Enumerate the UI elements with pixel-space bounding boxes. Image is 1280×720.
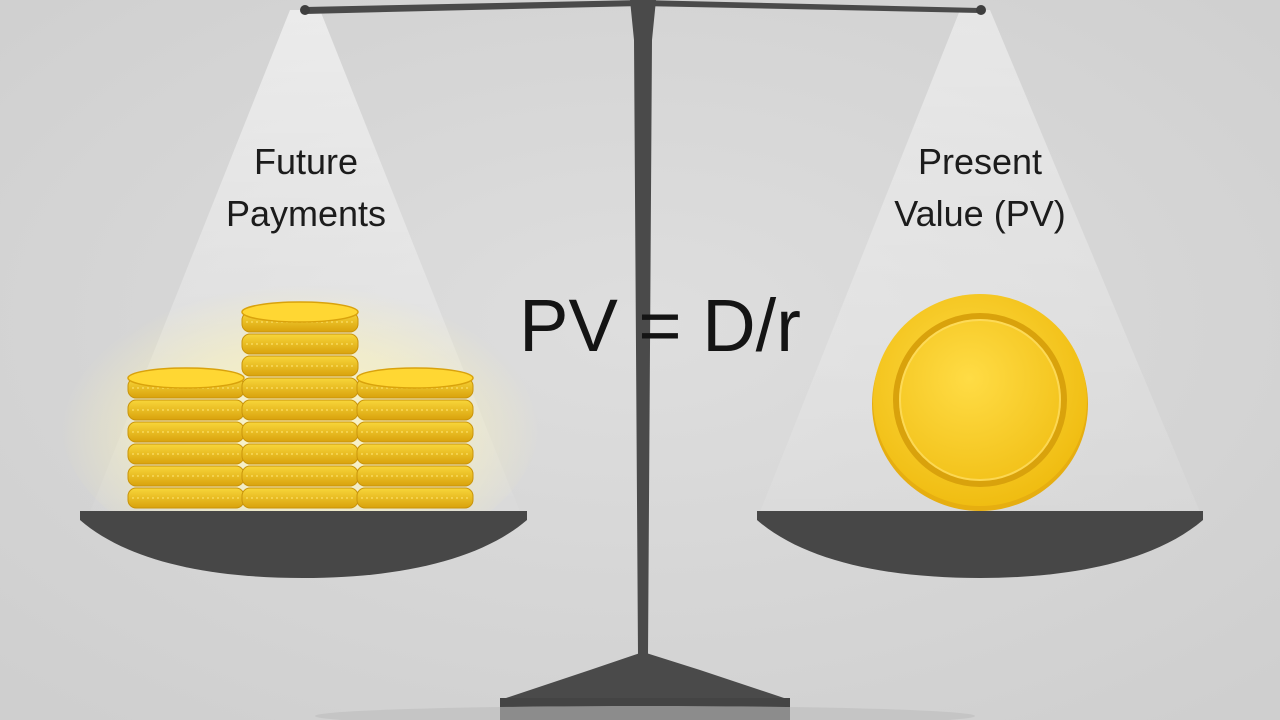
coin <box>127 443 245 465</box>
scale-pillar <box>630 0 656 655</box>
future-payments-label-line1: Future <box>253 141 359 182</box>
coin <box>241 465 359 487</box>
right-light-beam <box>760 10 1200 512</box>
scale-beam-left-end <box>300 5 310 15</box>
left-pan <box>80 511 527 578</box>
future-payments-label: Future Payments <box>156 136 456 240</box>
coin <box>241 377 359 399</box>
coin-top <box>356 367 474 389</box>
coin <box>241 399 359 421</box>
present-value-label-line2: Value (PV) <box>894 193 1066 234</box>
coin <box>356 421 474 443</box>
coin <box>356 399 474 421</box>
single-coin-icon <box>872 294 1088 511</box>
coin <box>241 333 359 355</box>
present-value-label-line1: Present <box>917 141 1043 182</box>
coin <box>241 443 359 465</box>
coin-stacks-icon <box>127 301 474 509</box>
coin <box>241 355 359 377</box>
scale-beam <box>305 0 980 14</box>
scale-base-top <box>500 652 790 700</box>
coin <box>127 399 245 421</box>
coin <box>241 487 359 509</box>
scale-beam-right-end <box>976 5 986 15</box>
coin-top <box>241 301 359 323</box>
coin <box>356 465 474 487</box>
coin <box>356 443 474 465</box>
future-payments-label-line2: Payments <box>225 193 387 234</box>
right-pan <box>757 511 1203 578</box>
coin <box>241 421 359 443</box>
coin <box>127 487 245 509</box>
coin <box>356 487 474 509</box>
coin <box>127 465 245 487</box>
floor-shadow <box>315 706 975 720</box>
present-value-label: Present Value (PV) <box>830 136 1130 240</box>
pv-formula: PV = D/r <box>519 284 801 367</box>
coin <box>127 421 245 443</box>
coin-top <box>127 367 245 389</box>
